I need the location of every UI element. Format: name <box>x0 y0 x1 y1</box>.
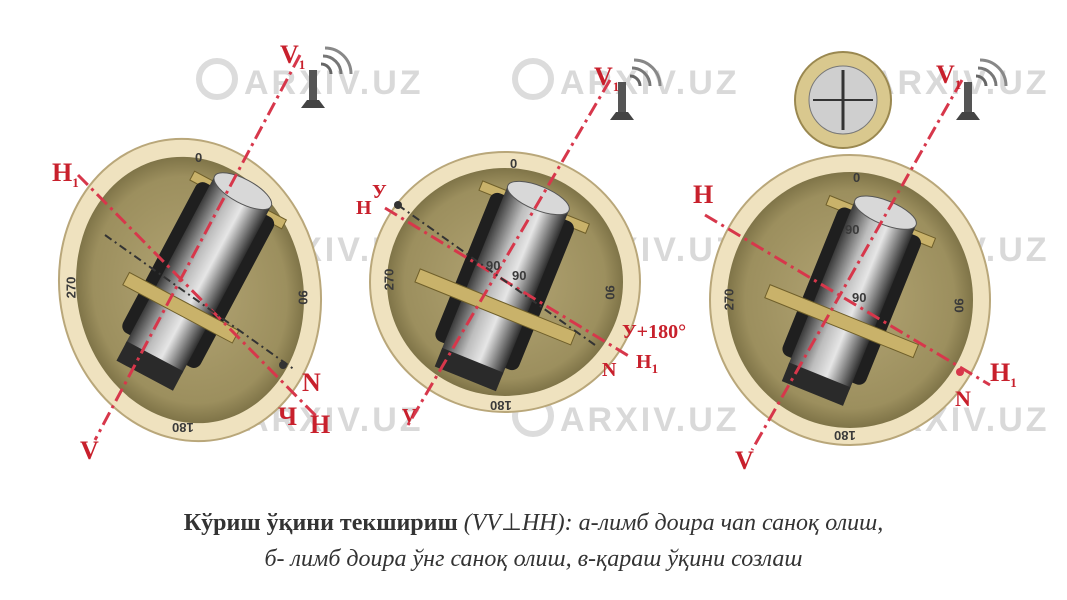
horizontal-axis <box>704 213 991 387</box>
label-u-plus-180: У+180° <box>622 321 687 343</box>
label-h: H <box>693 180 714 209</box>
angle-label: 90 <box>845 222 860 237</box>
label-h1: H1 <box>52 158 79 191</box>
panel-a <box>57 46 353 443</box>
label-h: Н <box>356 197 372 219</box>
caption-title: Кўриш ўқини текшириш <box>183 510 464 536</box>
tick-0: 0 <box>510 156 518 171</box>
reference-line <box>397 204 596 346</box>
sight-axis <box>750 79 964 451</box>
telescope <box>116 170 288 391</box>
caption-line-1-text: а-лимб доира чап саноқ олиш, <box>572 510 884 536</box>
figure-caption: Кўриш ўқини текшириш (VV⊥HH): а-лимб дои… <box>0 505 1067 577</box>
angle-label: 90 <box>852 290 867 305</box>
caption-formula-a: (VV <box>463 510 502 536</box>
tick-270: 270 <box>721 288 737 311</box>
horizontal-axis <box>384 206 633 360</box>
label-n: N <box>602 359 617 381</box>
reference-line <box>104 234 296 371</box>
panel-b <box>369 58 662 426</box>
angle-label: 90 <box>512 268 527 283</box>
tick-90: 90 <box>602 285 618 300</box>
caption-line-2: б- лимб доира ўнг саноқ олиш, в-қараш ўқ… <box>264 546 803 572</box>
tick-90: 90 <box>951 298 967 313</box>
caption-line-1: Кўриш ўқини текшириш (VV⊥HH): а-лимб дои… <box>0 505 1067 541</box>
label-v: V <box>402 405 417 427</box>
sight-axis <box>406 79 612 426</box>
telescope <box>764 194 937 406</box>
sight-axis <box>93 54 302 441</box>
label-h1: H1 <box>990 358 1017 391</box>
label-ch: Ч <box>278 402 298 431</box>
tick-180: 180 <box>172 420 194 435</box>
label-v1: V1 <box>936 60 962 93</box>
watermark: ARXIV.UZ <box>196 58 424 103</box>
panel-c <box>704 51 1008 451</box>
label-v: V <box>735 446 754 475</box>
label-u: У <box>372 181 387 203</box>
label-h: Н <box>310 410 331 439</box>
caption-formula-b: HH): <box>521 510 573 536</box>
tick-180: 180 <box>834 428 856 443</box>
label-n: N <box>955 386 971 411</box>
label-v1: V1 <box>280 40 306 73</box>
tick-180: 180 <box>490 398 512 413</box>
angle-label: 90 <box>486 258 501 273</box>
label-h1: H1 <box>636 351 659 376</box>
horizontal-axis <box>76 173 320 420</box>
tick-90: 90 <box>295 290 311 305</box>
label-v1: V1 <box>594 62 620 95</box>
tick-0: 0 <box>195 150 203 165</box>
caption-perp: ⊥ <box>501 510 522 536</box>
label-n: N <box>302 368 321 397</box>
watermark: ARXIV.UZ <box>512 58 740 103</box>
tick-270: 270 <box>381 268 397 291</box>
label-v: V <box>80 436 99 465</box>
tick-270: 270 <box>63 276 79 299</box>
tick-0: 0 <box>853 170 861 185</box>
